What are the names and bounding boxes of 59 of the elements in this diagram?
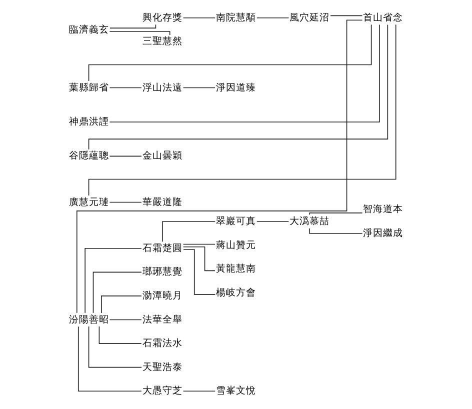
connector xyxy=(256,221,290,222)
connector xyxy=(256,17,290,18)
node-text: 石霜楚圓 xyxy=(142,242,182,254)
node-text: 淨因道臻 xyxy=(216,82,256,94)
node-text: 淨因繼成 xyxy=(363,228,404,240)
connector xyxy=(88,326,142,368)
connector xyxy=(78,326,142,392)
connector xyxy=(109,202,142,203)
node-text: 首山省念 xyxy=(363,12,404,24)
node-text: 石霜法水 xyxy=(142,338,182,350)
node-text: 天聖浩泰 xyxy=(142,362,182,373)
connector xyxy=(182,246,216,272)
node-text: 廣慧元璉 xyxy=(68,196,109,208)
node-text: 黃龍慧南 xyxy=(216,264,256,275)
node-text: 法華全舉 xyxy=(142,314,182,326)
connector xyxy=(92,272,142,314)
node-text: 智海道本 xyxy=(363,204,404,216)
node-text: 楊岐方會 xyxy=(216,288,256,298)
node-text: 汾陽善昭 xyxy=(68,314,109,326)
connector xyxy=(182,17,216,18)
connector xyxy=(84,248,142,314)
connector xyxy=(309,212,363,215)
node-text: 興化存獎 xyxy=(142,12,182,24)
connector xyxy=(76,20,363,314)
node-text: 神鼎洪諲 xyxy=(68,116,109,128)
node-text: 雪峯文悅 xyxy=(216,386,256,397)
node-text: 三聖慧然 xyxy=(142,36,182,48)
connector xyxy=(109,31,170,36)
node-text: 谷隱蘊聰 xyxy=(68,150,109,162)
connector xyxy=(101,296,142,314)
connector xyxy=(88,24,388,150)
connector xyxy=(182,87,216,88)
connector xyxy=(98,326,142,344)
connector xyxy=(309,228,363,234)
connector xyxy=(183,249,216,295)
node-text: 葉縣歸省 xyxy=(68,82,109,94)
connector xyxy=(88,24,372,82)
node-text: 浮山法遠 xyxy=(142,82,182,94)
connector xyxy=(109,319,142,320)
node-text: 南院慧顒 xyxy=(216,12,256,24)
node-text: 風穴延沼 xyxy=(290,12,330,24)
node-text: 金山曇穎 xyxy=(142,150,182,162)
connector xyxy=(109,24,380,122)
node-text: 瑯琊慧覺 xyxy=(142,266,182,278)
node-text: 大潙慕喆 xyxy=(290,216,330,228)
connector xyxy=(330,15,363,16)
connector xyxy=(109,156,142,157)
node-text: 臨濟義玄 xyxy=(68,24,109,36)
node-text: 翠巖可真 xyxy=(216,216,256,228)
node-text: 大愚守芝 xyxy=(142,386,182,397)
connector xyxy=(109,87,142,88)
node-text: 泐潭曉月 xyxy=(142,290,182,302)
node-text: 蔣山贊元 xyxy=(216,240,256,251)
connector xyxy=(88,24,396,196)
connector xyxy=(182,390,216,392)
connector xyxy=(182,244,216,245)
node-text: 華嚴道隆 xyxy=(142,196,182,208)
connector xyxy=(162,221,216,242)
connector xyxy=(110,24,156,28)
